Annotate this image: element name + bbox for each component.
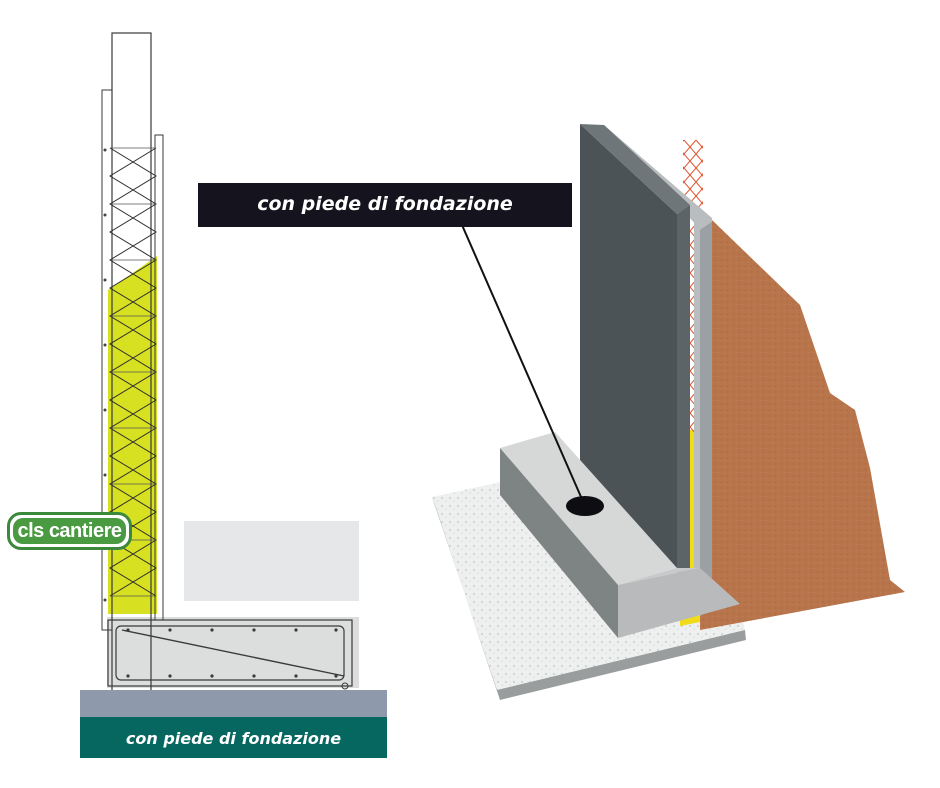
- front-panel: [580, 124, 677, 568]
- footing-diagonal-bar: [121, 629, 345, 677]
- footing-formwork: [107, 619, 353, 687]
- footing-rebar-cage: [115, 625, 345, 681]
- badge-label: cls cantiere: [13, 518, 126, 544]
- wall-3d-illustration: [432, 124, 905, 700]
- concrete-fill: [108, 256, 157, 614]
- soil-backfill: [700, 220, 905, 630]
- base-slab: [80, 690, 387, 720]
- wall-outer-panel-left: [101, 89, 113, 631]
- footing-block-front: [500, 448, 618, 638]
- cls-cantiere-badge: cls cantiere: [7, 512, 132, 550]
- callout-dot: [566, 496, 604, 516]
- section-drawing: [80, 32, 387, 720]
- callout-leader-line: [461, 224, 586, 507]
- top-callout-label: con piede di fondazione: [198, 183, 572, 227]
- grey-panel: [184, 521, 359, 601]
- footing-block-side: [618, 568, 740, 638]
- bottom-banner-label: con piede di fondazione: [80, 717, 387, 758]
